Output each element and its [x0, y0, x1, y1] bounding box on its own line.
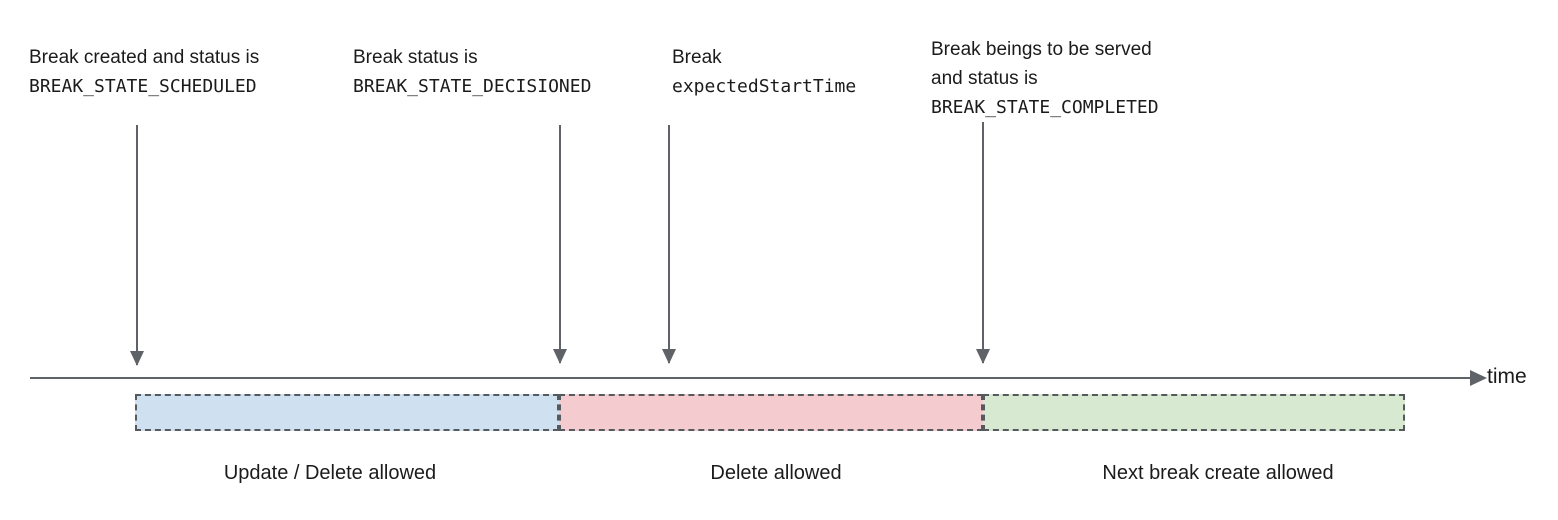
annotation-decisioned: Break status is BREAK_STATE_DECISIONED — [353, 43, 591, 101]
time-axis-line — [30, 377, 1470, 379]
annotation-line: Break status is — [353, 47, 478, 68]
annotation-line: and status is — [931, 68, 1038, 89]
time-axis-label: time — [1487, 365, 1527, 388]
arrow-head-down-icon — [662, 349, 676, 364]
phase-bar-update-delete — [135, 394, 559, 431]
pointer-arrow-scheduled — [130, 125, 144, 366]
annotation-completed: Break beings to be served and status is … — [931, 35, 1159, 122]
arrow-shaft — [136, 125, 138, 365]
phase-caption-next-break: Next break create allowed — [1102, 462, 1334, 484]
pointer-arrow-completed — [976, 122, 990, 364]
arrow-head-down-icon — [976, 349, 990, 364]
phase-caption-update-delete: Update / Delete allowed — [223, 462, 437, 484]
annotation-scheduled: Break created and status is BREAK_STATE_… — [29, 43, 259, 101]
arrow-head-right-icon — [1470, 370, 1487, 386]
phase-bar-next-break — [983, 394, 1405, 431]
arrow-head-down-icon — [553, 349, 567, 364]
annotation-line-code: BREAK_STATE_DECISIONED — [353, 76, 592, 97]
annotation-line-code: BREAK_STATE_COMPLETED — [931, 97, 1159, 118]
arrow-shaft — [559, 125, 561, 363]
arrow-shaft — [982, 122, 984, 363]
arrow-head-down-icon — [130, 351, 144, 366]
annotation-expected-start: Break expectedStartTime — [672, 43, 856, 101]
pointer-arrow-decisioned — [553, 125, 567, 364]
phase-bar-delete-only — [559, 394, 983, 431]
arrow-shaft — [668, 125, 670, 363]
annotation-line: Break — [672, 47, 722, 68]
pointer-arrow-expected-start — [662, 125, 676, 364]
annotation-line: Break beings to be served — [931, 39, 1152, 60]
phase-caption-delete-only: Delete allowed — [710, 462, 842, 484]
annotation-line-code: expectedStartTime — [672, 76, 857, 97]
annotation-line-code: BREAK_STATE_SCHEDULED — [29, 76, 257, 97]
annotation-line: Break created and status is — [29, 47, 260, 68]
